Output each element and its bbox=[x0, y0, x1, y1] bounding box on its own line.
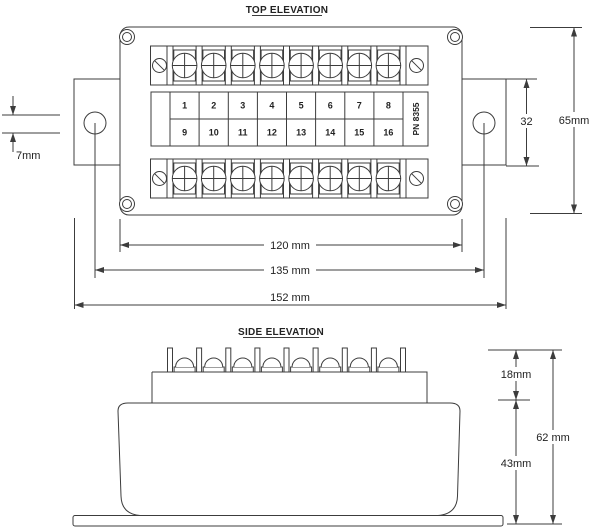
partition-wall bbox=[196, 347, 203, 373]
slotted-screw-icon bbox=[152, 58, 167, 73]
partition-wall bbox=[312, 347, 319, 373]
terminal-number: 8 bbox=[386, 101, 391, 111]
dim-overall-width-label: 152 mm bbox=[270, 292, 310, 304]
terminal-number: 4 bbox=[269, 101, 274, 111]
terminal-number: 16 bbox=[383, 128, 393, 138]
dim-overall-height-label: 62 mm bbox=[536, 432, 570, 444]
dim-lower-body-height-label: 43mm bbox=[501, 458, 532, 470]
terminal-screw-side-icon bbox=[260, 357, 283, 373]
dimension-hole-centres: 135 mm bbox=[95, 263, 484, 277]
slotted-screw-icon bbox=[409, 58, 424, 73]
side-elevation-drawing: SIDE ELEVATION 18mm bbox=[72, 327, 574, 527]
dimension-flange-height: 32 bbox=[506, 78, 539, 167]
base-plate bbox=[72, 515, 504, 527]
terminal-number: 12 bbox=[267, 128, 277, 138]
corner-screw-icon bbox=[447, 29, 463, 45]
terminal-platform bbox=[151, 371, 428, 403]
partition-wall bbox=[400, 347, 406, 373]
terminal-number: 10 bbox=[209, 128, 219, 138]
top-elevation-drawing: TOP ELEVATION bbox=[2, 5, 594, 309]
dim-hole-diameter-label: 7mm bbox=[16, 150, 40, 162]
label-strip: 1 2 3 4 5 6 7 8 9 10 11 12 13 14 15 16 P… bbox=[150, 91, 429, 147]
dim-body-height-label: 65mm bbox=[559, 115, 590, 127]
slotted-screw-icon bbox=[409, 171, 424, 186]
terminal-number: 15 bbox=[354, 128, 364, 138]
partition-wall bbox=[254, 347, 261, 373]
dimension-mounting-hole: 7mm bbox=[2, 96, 60, 162]
part-number-label: PN 8355 bbox=[411, 102, 421, 135]
terminal-number: 1 bbox=[182, 101, 187, 111]
dim-flange-height-label: 32 bbox=[520, 116, 532, 128]
dimension-overall-height: 62 mm bbox=[532, 350, 574, 524]
terminal-number: 7 bbox=[357, 101, 362, 111]
corner-screw-icon bbox=[119, 196, 135, 212]
terminal-number: 14 bbox=[325, 128, 335, 138]
dimension-lower-body-height: 43mm bbox=[497, 400, 535, 524]
terminal-number: 3 bbox=[240, 101, 245, 111]
dim-terminal-height-label: 18mm bbox=[501, 369, 532, 381]
terminal-screw-side-icon bbox=[173, 357, 196, 373]
top-elevation-title: TOP ELEVATION bbox=[246, 5, 329, 16]
terminal-screw-side-icon bbox=[319, 357, 342, 373]
partition-wall bbox=[341, 347, 348, 373]
corner-screw-icon bbox=[119, 29, 135, 45]
terminal-screw-side-icon bbox=[202, 357, 225, 373]
dimension-body-width: 120 mm bbox=[119, 219, 463, 252]
terminal-number: 11 bbox=[238, 128, 248, 138]
partition-wall bbox=[225, 347, 232, 373]
partition-wall bbox=[370, 347, 377, 373]
terminal-strip-top bbox=[150, 45, 429, 86]
corner-screw-icon bbox=[447, 196, 463, 212]
side-elevation-title: SIDE ELEVATION bbox=[238, 327, 324, 338]
terminal-strip-bottom bbox=[150, 158, 429, 199]
terminal-number: 13 bbox=[296, 128, 306, 138]
terminal-screw-side-icon bbox=[348, 357, 371, 373]
dim-hole-centres-label: 135 mm bbox=[270, 265, 310, 277]
terminal-number: 6 bbox=[328, 101, 333, 111]
partition-wall bbox=[283, 347, 290, 373]
terminal-number: 9 bbox=[182, 128, 187, 138]
terminal-screw-side-icon bbox=[377, 357, 400, 373]
dimension-overall-width: 152 mm bbox=[74, 218, 507, 309]
partition-wall bbox=[167, 347, 173, 373]
dimension-body-height: 65mm bbox=[530, 27, 594, 214]
dimension-terminal-height: 18mm bbox=[497, 350, 535, 400]
terminal-screw-side-icon bbox=[290, 357, 313, 373]
dim-body-width-label: 120 mm bbox=[270, 240, 310, 252]
module-body-side bbox=[117, 402, 461, 516]
terminal-screw-side-icon bbox=[231, 357, 254, 373]
slotted-screw-icon bbox=[152, 171, 167, 186]
terminal-number: 5 bbox=[299, 101, 304, 111]
terminal-number: 2 bbox=[211, 101, 216, 111]
